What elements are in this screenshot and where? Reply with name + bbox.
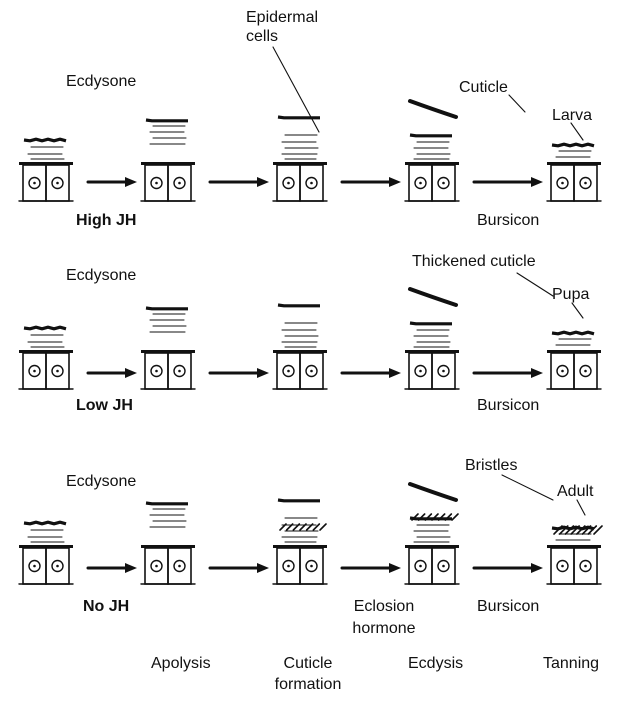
- epidermal-label: Epidermal: [246, 8, 318, 27]
- row3-col3-bristle-6: [320, 524, 326, 530]
- row2-col2-nucleolus-left: [155, 370, 158, 373]
- cells-label: cells: [246, 27, 278, 46]
- low-jh-label: Low JH: [76, 396, 133, 415]
- row2-col1-nucleolus-right: [56, 370, 59, 373]
- row2-col4-shed-cuticle: [410, 289, 456, 305]
- row2-col3-nucleolus-right: [310, 370, 313, 373]
- row3-col3-old-cuticle: [278, 500, 320, 501]
- row2-col1-old-cuticle: [24, 327, 66, 329]
- row3-col4-nucleolus-right: [442, 565, 445, 568]
- bursicon-label-row2: Bursicon: [477, 396, 539, 415]
- bursicon-label-row3: Bursicon: [477, 597, 539, 616]
- row1-col5-old-cuticle: [552, 144, 594, 146]
- stage-formation: formation: [266, 675, 350, 694]
- adult-label: Adult: [557, 482, 593, 501]
- thickened-cuticle-label: Thickened cuticle: [412, 252, 536, 271]
- row2-col5-old-cuticle: [552, 332, 594, 334]
- row2-col3-old-cuticle: [278, 305, 320, 306]
- row3-col2-nucleolus-left: [155, 565, 158, 568]
- bristles-leader: [502, 475, 553, 500]
- stage-tanning: Tanning: [543, 654, 599, 673]
- row1-col1-nucleolus-left: [33, 182, 36, 185]
- row2-arrow-1-head: [125, 368, 137, 378]
- row1-col4-nucleolus-right: [442, 182, 445, 185]
- row3-arrow-1-head: [125, 563, 137, 573]
- row1-col2-nucleolus-right: [178, 182, 181, 185]
- row3-col2-nucleolus-right: [178, 565, 181, 568]
- ecdysone-label-row3: Ecdysone: [66, 472, 136, 491]
- row2-col1-nucleolus-left: [33, 370, 36, 373]
- high-jh-label: High JH: [76, 211, 136, 230]
- bristles-label: Bristles: [465, 456, 517, 475]
- row1-col5-nucleolus-left: [561, 182, 564, 185]
- eclosion-label: Eclosion: [346, 597, 422, 616]
- row1-col3-old-cuticle: [278, 117, 320, 118]
- row3-col3-nucleolus-left: [287, 565, 290, 568]
- row1-col1-nucleolus-right: [56, 182, 59, 185]
- bursicon-label-row1: Bursicon: [477, 211, 539, 230]
- row3-col2-old-cuticle: [146, 503, 188, 504]
- row2-col4-old-cuticle: [410, 323, 452, 324]
- row3-col4-bristle-6: [452, 514, 458, 520]
- row1-arrow-2-head: [257, 177, 269, 187]
- cuticle-label: Cuticle: [459, 78, 508, 97]
- row2-col2-nucleolus-right: [178, 370, 181, 373]
- row3-col4-shed-cuticle: [410, 484, 456, 500]
- row1-col2-nucleolus-left: [155, 182, 158, 185]
- row2-col5-nucleolus-left: [561, 370, 564, 373]
- no-jh-label: No JH: [83, 597, 129, 616]
- row2-col4-nucleolus-right: [442, 370, 445, 373]
- ecdysone-label-row1: Ecdysone: [66, 72, 136, 91]
- row3-col4-nucleolus-left: [419, 565, 422, 568]
- row2-col3-nucleolus-left: [287, 370, 290, 373]
- row3-col1-nucleolus-left: [33, 565, 36, 568]
- row1-col2-old-cuticle: [146, 120, 188, 121]
- cuticle-leader: [509, 95, 525, 112]
- hormone-label: hormone: [346, 619, 422, 638]
- row3-col1-old-cuticle: [24, 522, 66, 524]
- row3-col5-nucleolus-right: [584, 565, 587, 568]
- row1-col1-old-cuticle: [24, 139, 66, 141]
- adult-leader: [577, 500, 585, 515]
- row1-arrow-1-head: [125, 177, 137, 187]
- row2-col5-nucleolus-right: [584, 370, 587, 373]
- row3-arrow-3-head: [389, 563, 401, 573]
- row3-col3-nucleolus-right: [310, 565, 313, 568]
- row3-col1-nucleolus-right: [56, 565, 59, 568]
- thickened-cuticle-leader: [517, 273, 553, 296]
- row1-col5-nucleolus-right: [584, 182, 587, 185]
- row1-arrow-4-head: [531, 177, 543, 187]
- row1-col4-shed-cuticle: [410, 101, 456, 117]
- stage-cuticle: Cuticle: [266, 654, 350, 673]
- row2-arrow-4-head: [531, 368, 543, 378]
- row2-col2-old-cuticle: [146, 308, 188, 309]
- stage-apolysis: Apolysis: [151, 654, 211, 673]
- larva-label: Larva: [552, 106, 592, 125]
- row3-col5-nucleolus-left: [561, 565, 564, 568]
- row1-col3-nucleolus-right: [310, 182, 313, 185]
- row1-arrow-3-head: [389, 177, 401, 187]
- row2-col4-nucleolus-left: [419, 370, 422, 373]
- ecdysone-label-row2: Ecdysone: [66, 266, 136, 285]
- row3-arrow-2-head: [257, 563, 269, 573]
- pupa-label: Pupa: [552, 285, 589, 304]
- row1-col4-old-cuticle: [410, 135, 452, 136]
- larva-leader: [571, 123, 583, 140]
- row1-col4-nucleolus-left: [419, 182, 422, 185]
- row1-col3-nucleolus-left: [287, 182, 290, 185]
- row2-arrow-2-head: [257, 368, 269, 378]
- row2-arrow-3-head: [389, 368, 401, 378]
- row3-arrow-4-head: [531, 563, 543, 573]
- pupa-leader: [572, 303, 583, 318]
- stage-ecdysis: Ecdysis: [408, 654, 463, 673]
